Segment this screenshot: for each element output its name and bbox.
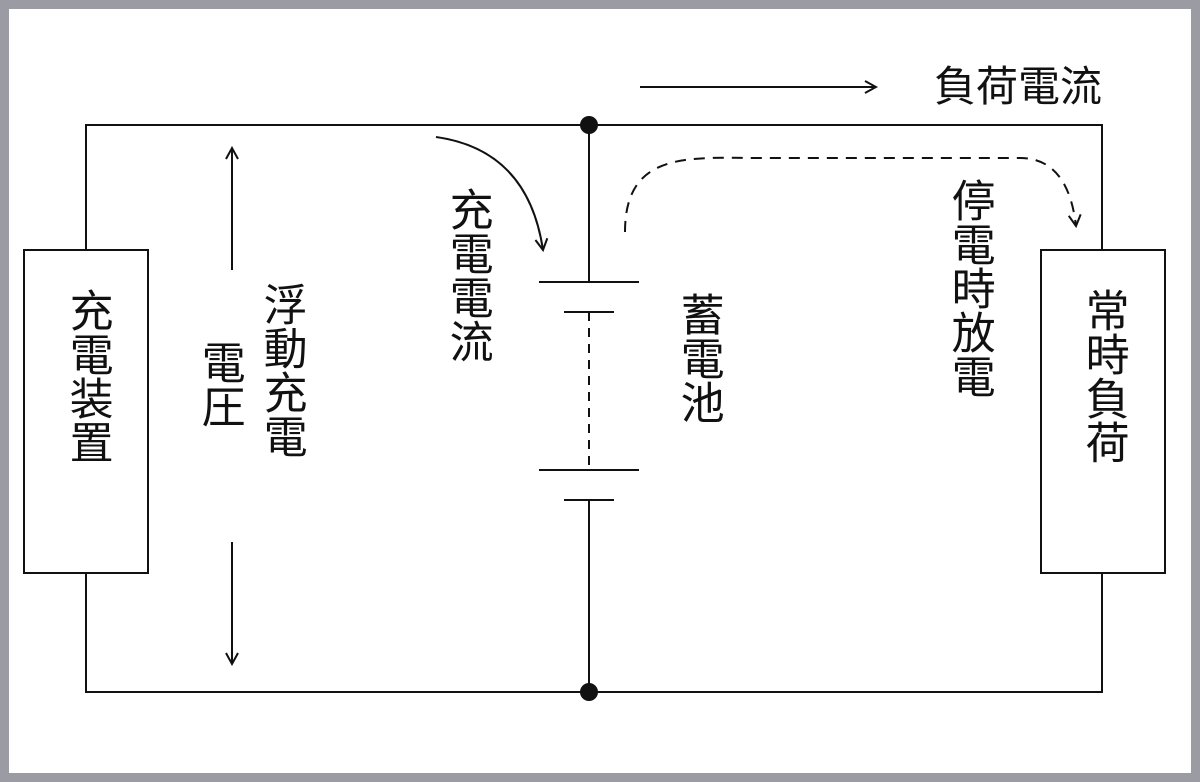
bottom-wire (85, 574, 1103, 693)
label-float-charge: 浮動充電 (255, 282, 307, 458)
label-outage-discharge: 停電時放電 (943, 178, 995, 398)
load-box (1040, 249, 1166, 574)
label-battery: 蓄電池 (672, 292, 724, 424)
label-charger: 充電装置 (61, 288, 113, 464)
label-load-current: 負荷電流 (934, 62, 1103, 111)
label-load: 常時負荷 (1077, 288, 1129, 464)
charge-current-arrow (435, 136, 543, 250)
label-voltage: 電圧 (193, 340, 245, 428)
discharge-arrow (624, 156, 1076, 233)
junction-bottom (580, 683, 598, 701)
label-charge-current: 充電電流 (441, 187, 493, 363)
junction-top (580, 116, 598, 134)
charger-box (23, 249, 149, 574)
